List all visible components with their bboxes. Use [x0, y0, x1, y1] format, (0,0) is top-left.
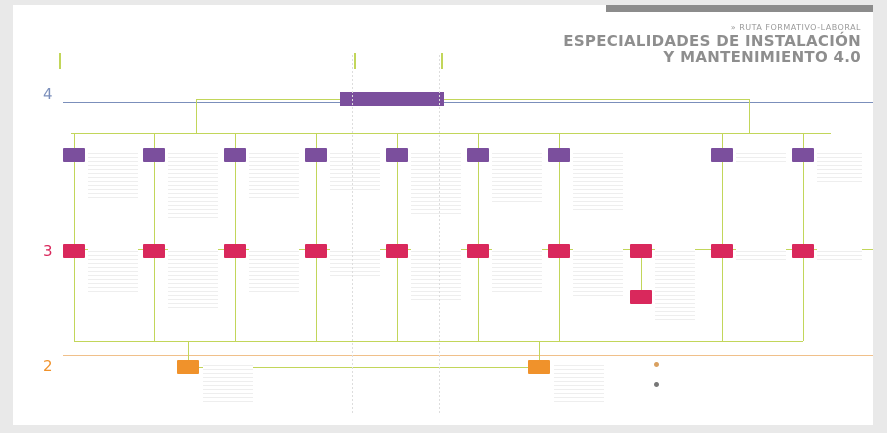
root-right-connector [444, 99, 749, 100]
l3-detail-1 [88, 248, 138, 293]
l4-v6 [478, 133, 479, 148]
l3-detail-3 [249, 248, 299, 293]
l43-v4 [316, 162, 317, 244]
page-title: ESPECIALIDADES DE INSTALACIÓN Y MANTENIM… [563, 32, 861, 66]
l4-node-9 [792, 148, 814, 162]
level3-bus [74, 341, 803, 342]
l3-node-3 [224, 244, 246, 258]
root-left-drop [196, 99, 197, 133]
l3-detail-7 [573, 248, 623, 298]
l3-v-sub [641, 258, 642, 290]
l3-down-2 [154, 258, 155, 341]
root-left-connector [196, 99, 340, 100]
legend-row-2 [654, 382, 661, 388]
l3-node-10 [792, 244, 814, 258]
l2-detail-2 [554, 362, 604, 402]
l3-detail-2 [168, 248, 218, 308]
l3-node-8 [630, 244, 652, 258]
l4-v2 [154, 133, 155, 148]
separator-2 [439, 55, 440, 415]
bottom-legend [654, 357, 854, 407]
l4-detail-4 [330, 150, 380, 190]
l4-v4 [316, 133, 317, 148]
l4-v5 [397, 133, 398, 148]
level-number-3: 3 [43, 242, 53, 260]
l43-v5 [397, 162, 398, 244]
l4-detail-1 [88, 150, 138, 200]
l4-node-6 [467, 148, 489, 162]
l3-node-2 [143, 244, 165, 258]
l43-v9 [803, 162, 804, 244]
title-kicker: » RUTA FORMATIVO-LABORAL [730, 23, 861, 32]
level-number-4: 4 [43, 85, 53, 103]
l4-detail-3 [249, 150, 299, 200]
l4-detail-8 [736, 150, 786, 165]
l4-detail-6 [492, 150, 542, 205]
l4-node-8 [711, 148, 733, 162]
root-right-drop [749, 99, 750, 133]
root-node [340, 92, 444, 106]
diagram-sheet: » RUTA FORMATIVO-LABORAL ESPECIALIDADES … [13, 5, 873, 425]
l3-node-9 [711, 244, 733, 258]
l4-detail-2 [168, 150, 218, 220]
level-line-2 [63, 355, 873, 356]
l3-down-7 [559, 258, 560, 341]
l2-up-2 [539, 341, 540, 360]
level4-bus [71, 133, 831, 134]
l4-node-5 [386, 148, 408, 162]
l3-detail-5 [411, 248, 461, 303]
l3-down-5 [397, 258, 398, 341]
l2-detail-1 [203, 362, 253, 402]
level-number-2: 2 [43, 357, 53, 375]
l3-detail-9 [736, 248, 786, 263]
legend-row-1 [654, 362, 661, 368]
l43-v7 [559, 162, 560, 244]
l3-node-7 [548, 244, 570, 258]
l3-down-4 [316, 258, 317, 341]
l3-down-6 [478, 258, 479, 341]
l43-v8 [722, 162, 723, 244]
l4-node-3 [224, 148, 246, 162]
l3-down-8 [722, 258, 723, 341]
l4-detail-9 [817, 150, 862, 185]
l3-detail-6 [492, 248, 542, 293]
l3-down-3 [235, 258, 236, 341]
l3-detail-10 [817, 248, 862, 263]
level-line-4 [63, 102, 873, 103]
l4-node-1 [63, 148, 85, 162]
l4-v9 [803, 133, 804, 148]
l2-link [199, 367, 528, 368]
l4-node-2 [143, 148, 165, 162]
l43-v3 [235, 162, 236, 244]
l4-detail-5 [411, 150, 461, 215]
l3-node-4 [305, 244, 327, 258]
top-accent-bar [606, 5, 873, 12]
l4-node-4 [305, 148, 327, 162]
l3-node-5 [386, 244, 408, 258]
l3-node-11 [630, 290, 652, 304]
l2-node-2 [528, 360, 550, 374]
l4-v3 [235, 133, 236, 148]
l3-node-1 [63, 244, 85, 258]
l43-v1 [74, 162, 75, 244]
l43-v6 [478, 162, 479, 244]
l4-v1 [74, 133, 75, 148]
l2-node-1 [177, 360, 199, 374]
l4-node-7 [548, 148, 570, 162]
l4-v7 [559, 133, 560, 148]
l43-v2 [154, 162, 155, 244]
separator-1 [352, 55, 353, 415]
l3-down-1 [74, 258, 75, 341]
l4-v8 [722, 133, 723, 148]
l3-detail-8 [655, 248, 695, 323]
l3-node-6 [467, 244, 489, 258]
l3-down-9 [803, 258, 804, 341]
l2-up-1 [188, 341, 189, 360]
l3-detail-4 [330, 248, 380, 278]
l4-detail-7 [573, 150, 623, 210]
